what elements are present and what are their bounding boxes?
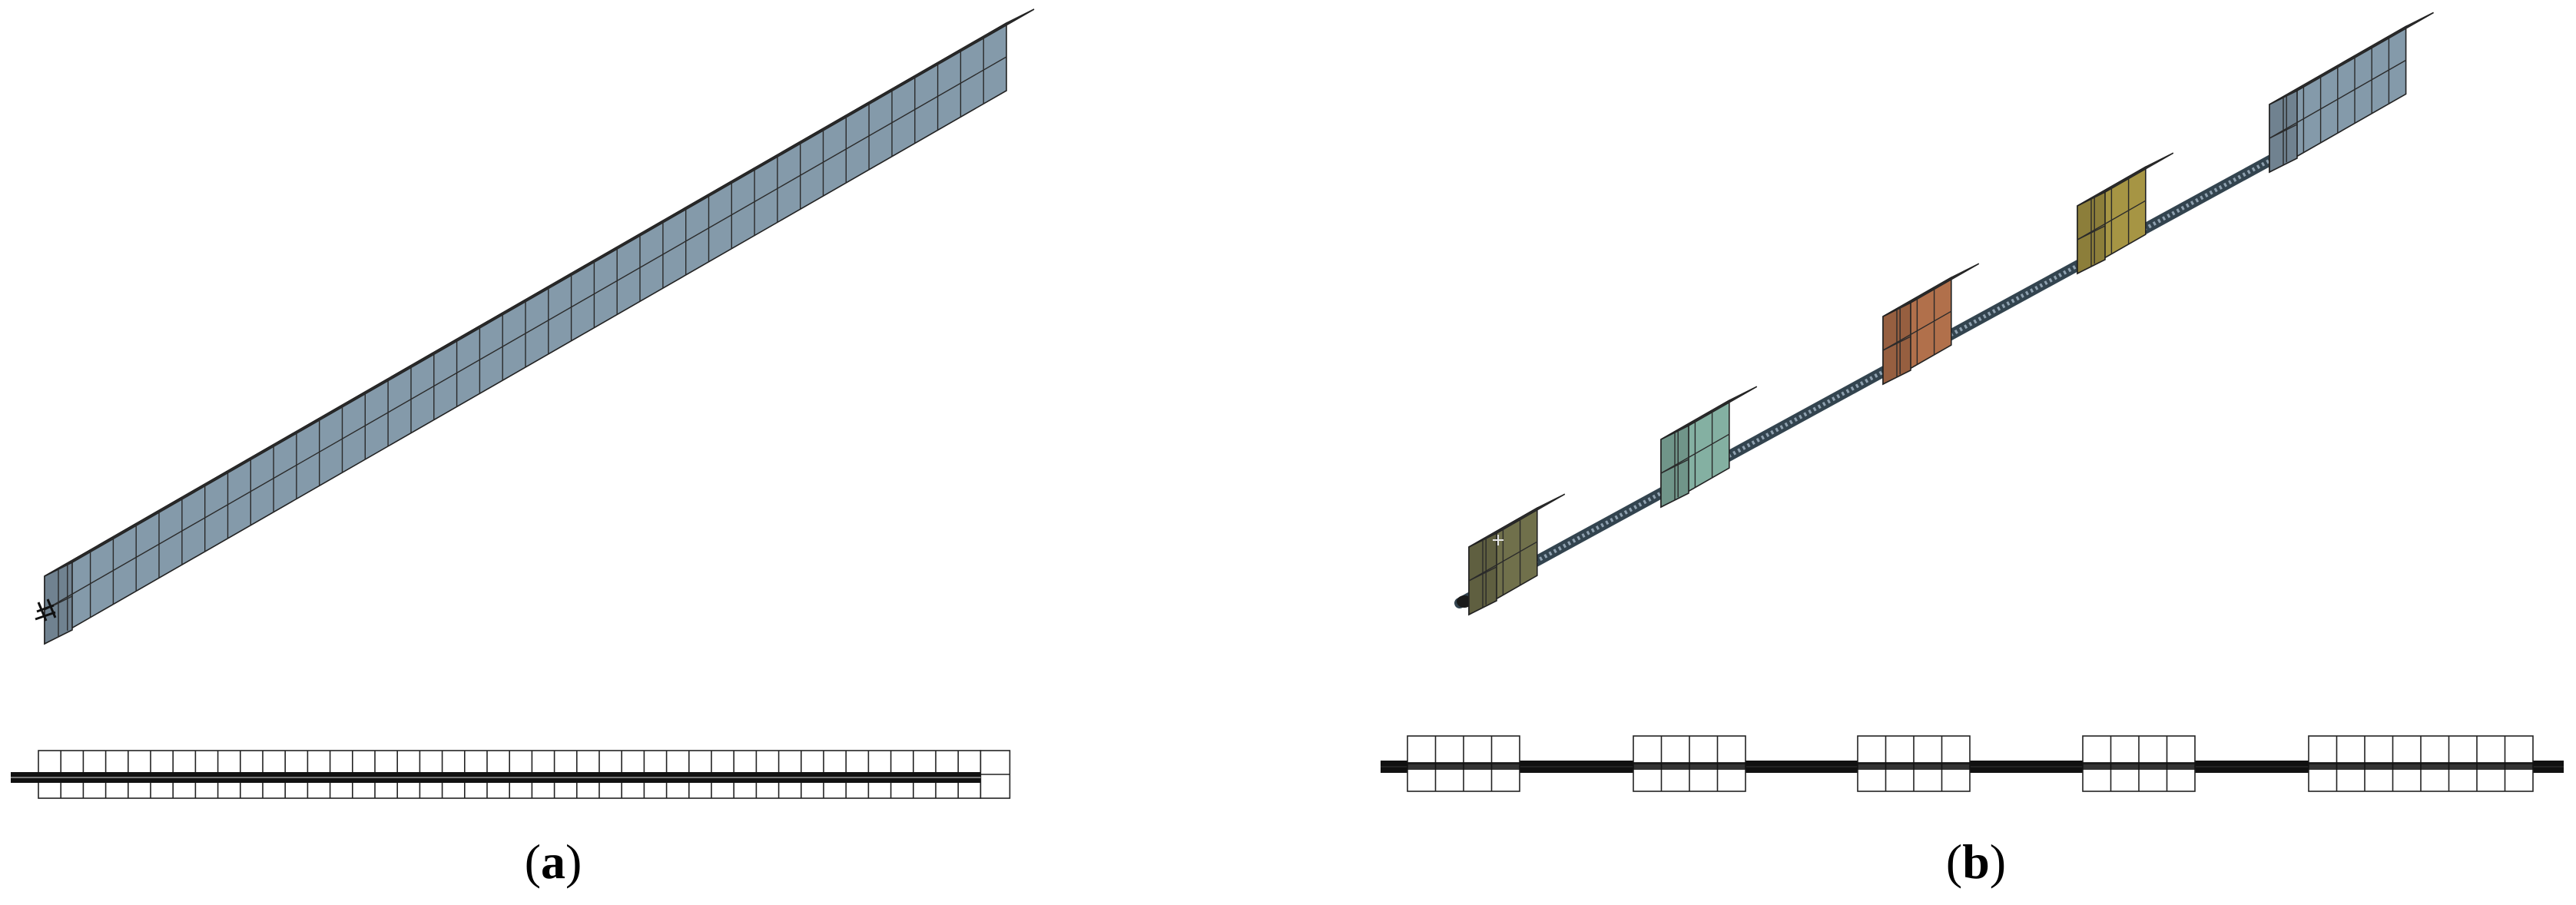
tendon-bar-overlay xyxy=(1381,762,2564,770)
block-segment xyxy=(1468,493,1566,616)
panel-a-isometric-mesh xyxy=(35,8,1035,645)
grid-line xyxy=(2077,225,2106,240)
caption-letter: b xyxy=(1962,834,1990,889)
anchor-end-icon xyxy=(35,598,57,622)
caption-paren-close: ) xyxy=(565,834,582,889)
grid-line xyxy=(1882,336,1911,351)
panel-b-caption: (b) xyxy=(1861,831,2091,893)
tendon-bar xyxy=(1454,144,2295,608)
tendon-bar-end xyxy=(1457,595,1472,608)
caption-paren-open: ( xyxy=(1945,834,1963,889)
box-grid-lines xyxy=(1660,393,1744,500)
panel-a-caption: (a) xyxy=(438,831,668,893)
caption-letter: a xyxy=(541,834,565,889)
grid-line xyxy=(1674,393,1744,433)
block-segment xyxy=(2077,152,2174,275)
panel-b-isometric-mesh xyxy=(1454,12,2434,616)
grid-line xyxy=(1882,310,1952,351)
panel-b-side-view-mesh xyxy=(1381,735,2564,792)
block-segment xyxy=(2269,12,2434,174)
tendon-bar-highlight xyxy=(1458,148,2291,605)
grid-line xyxy=(1468,541,1538,582)
panel-a-side-view-mesh xyxy=(11,750,1011,799)
box-grid-lines xyxy=(2269,18,2420,165)
grid-line xyxy=(1896,270,1966,310)
box-grid-lines xyxy=(2077,159,2160,267)
caption-paren-open: ( xyxy=(524,834,541,889)
grid-line xyxy=(1660,459,1689,474)
grid-line xyxy=(2269,124,2298,139)
block-segment xyxy=(1882,263,1980,386)
continuous-beam xyxy=(44,8,1035,645)
grid-line xyxy=(2283,18,2420,98)
grid-line xyxy=(58,15,1021,570)
grid-line xyxy=(44,56,1007,611)
grid-line xyxy=(2090,159,2160,200)
box-grid-lines xyxy=(44,15,1021,637)
block-segment xyxy=(1660,386,1758,509)
end-cell-grid xyxy=(980,750,1011,799)
grid-line xyxy=(1482,500,1552,541)
grid-line xyxy=(2269,59,2406,139)
grid-line xyxy=(1660,433,1730,474)
box-grid-lines xyxy=(1468,500,1552,608)
grid-line xyxy=(2077,200,2147,240)
box-grid-lines xyxy=(1882,270,1966,377)
anchor-strokes xyxy=(35,598,57,622)
grid-line xyxy=(1468,566,1497,582)
marker-cross-icon xyxy=(1493,535,1503,545)
caption-paren-close: ) xyxy=(1989,834,2007,889)
